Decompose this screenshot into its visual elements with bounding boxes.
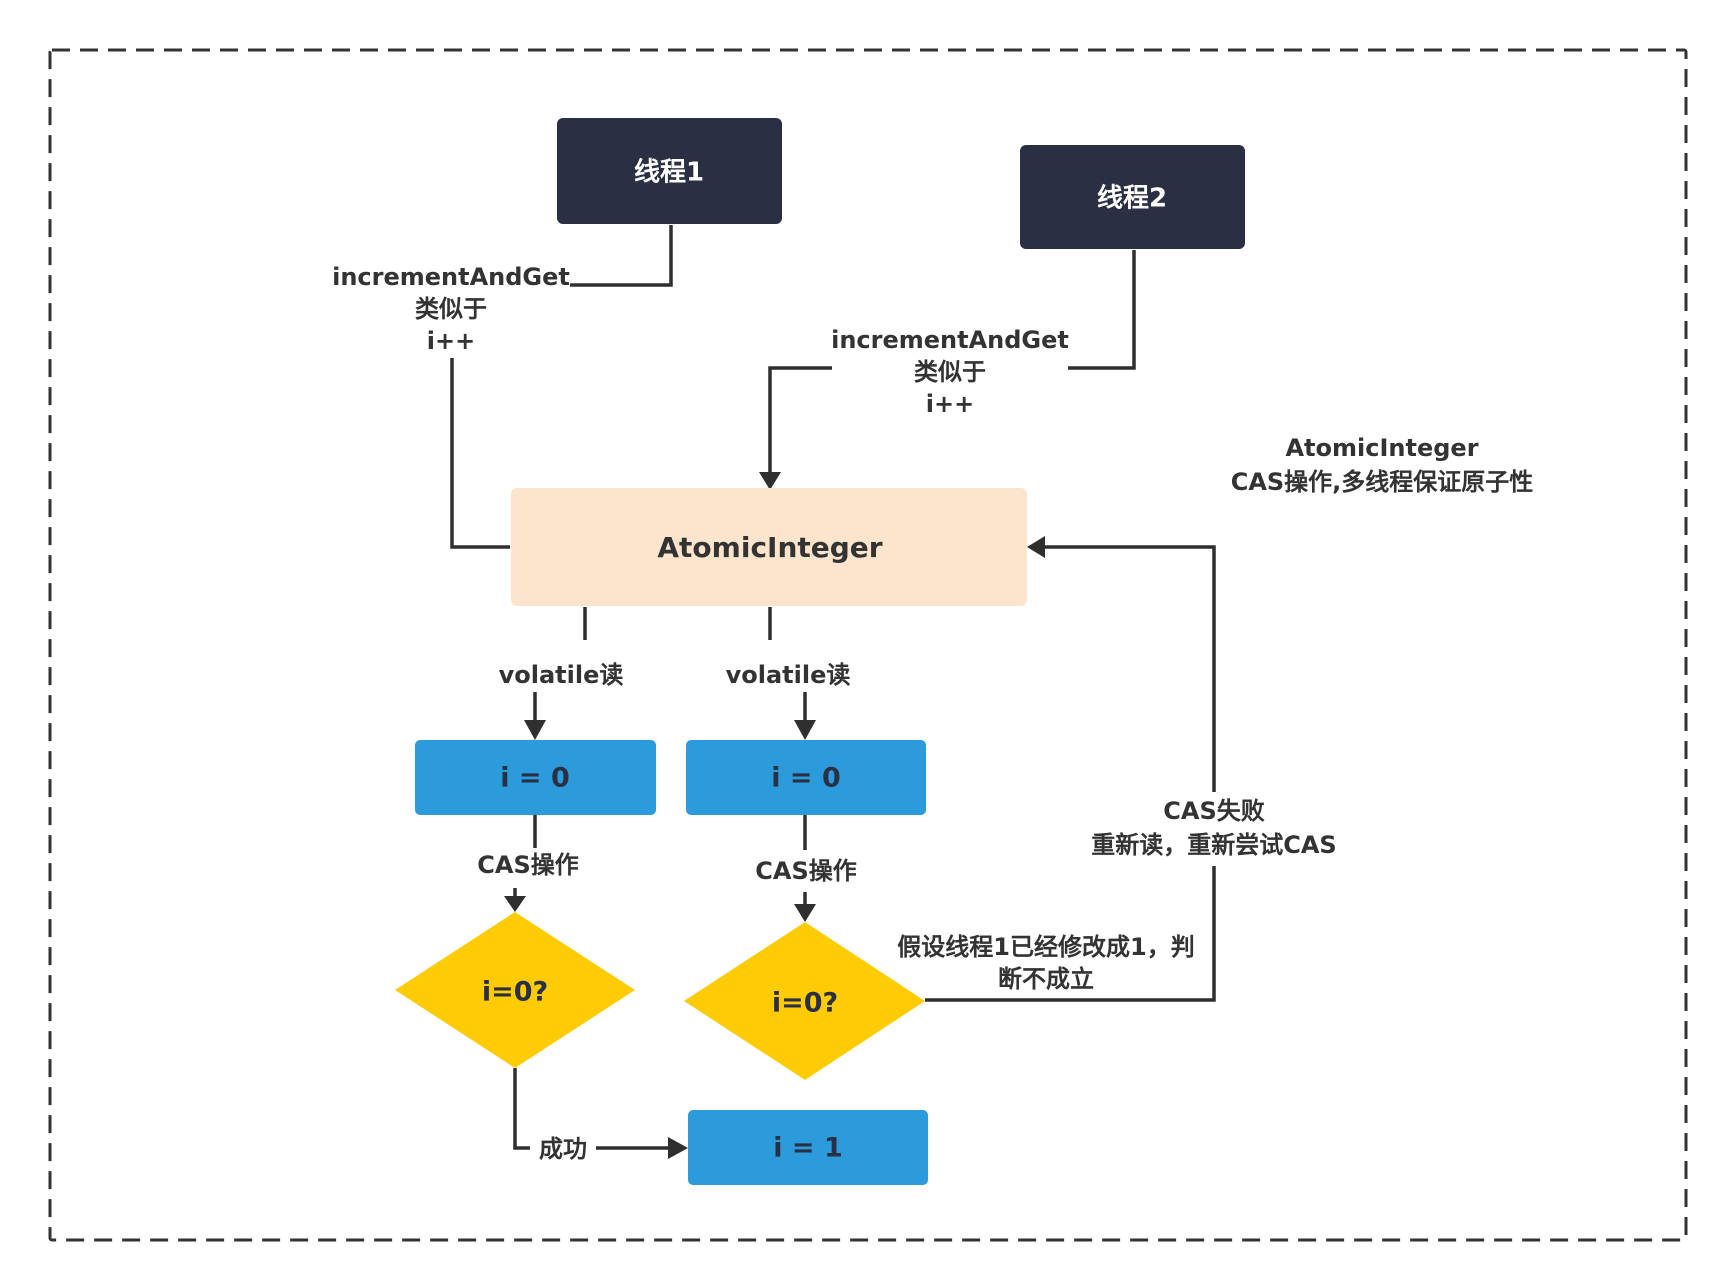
node-thread2-label: 线程2	[1097, 184, 1167, 214]
label-thread1-call-line3: i++	[427, 327, 475, 355]
label-thread2-call: incrementAndGet 类似于 i++	[831, 322, 1069, 422]
node-read-right: i = 0	[686, 740, 926, 815]
node-result: i = 1	[688, 1110, 928, 1185]
node-read-left-label: i = 0	[500, 763, 569, 794]
node-thread1: 线程1	[557, 118, 782, 224]
label-thread1-call: incrementAndGet 类似于 i++	[332, 258, 570, 358]
label-success: 成功	[530, 1130, 596, 1166]
label-retry-line1: CAS失败	[1163, 797, 1264, 825]
label-fail-condition: 假设线程1已经修改成1，判 断不成立	[897, 933, 1194, 993]
label-volatile-right-text: volatile读	[726, 661, 851, 689]
label-volatile-left: volatile读	[488, 656, 628, 692]
label-cas-left-text: CAS操作	[477, 851, 578, 879]
node-read-left: i = 0	[415, 740, 656, 815]
label-thread2-call-line1: incrementAndGet	[831, 326, 1069, 354]
label-thread2-call-line3: i++	[926, 390, 974, 418]
label-thread1-call-line1: incrementAndGet	[332, 263, 570, 291]
annotation-line2: CAS操作,多线程保证原子性	[1231, 468, 1534, 496]
label-volatile-right: volatile读	[716, 656, 856, 692]
label-cas-right-text: CAS操作	[755, 857, 856, 885]
node-thread1-label: 线程1	[634, 158, 704, 188]
label-cas-right: CAS操作	[748, 852, 866, 888]
node-thread2: 线程2	[1020, 145, 1245, 249]
node-atomic-integer: AtomicInteger	[511, 488, 1027, 606]
edge-success	[513, 1068, 668, 1150]
label-cas-left: CAS操作	[470, 848, 588, 884]
label-thread2-call-line2: 类似于	[914, 358, 986, 386]
arrowhead-success	[668, 1137, 688, 1159]
arrowhead-read-right	[794, 720, 816, 740]
label-thread1-call-line2: 类似于	[415, 295, 487, 323]
node-check-left: i=0?	[395, 912, 635, 1068]
label-retry-line2: 重新读，重新尝试CAS	[1091, 831, 1336, 859]
arrowhead-check-right	[794, 904, 816, 922]
node-check-right: i=0?	[684, 922, 925, 1080]
annotation: AtomicInteger CAS操作,多线程保证原子性	[1231, 434, 1534, 496]
node-read-right-label: i = 0	[771, 763, 840, 794]
node-result-label: i = 1	[773, 1133, 842, 1164]
arrowhead-check-left	[504, 896, 526, 912]
label-fail-condition-line1: 假设线程1已经修改成1，判	[897, 933, 1194, 961]
node-check-right-label: i=0?	[772, 988, 838, 1019]
node-check-left-label: i=0?	[482, 977, 548, 1008]
annotation-line1: AtomicInteger	[1285, 434, 1478, 462]
dashed-frame	[48, 48, 1688, 1242]
label-success-text: 成功	[539, 1135, 587, 1163]
label-volatile-left-text: volatile读	[499, 661, 624, 689]
label-fail-condition-line2: 断不成立	[998, 965, 1094, 993]
label-retry: CAS失败 重新读，重新尝试CAS	[1070, 792, 1354, 866]
arrowhead-retry	[1027, 536, 1045, 558]
node-atomic-integer-label: AtomicInteger	[657, 531, 882, 564]
arrowhead-thread2	[759, 472, 781, 490]
edge-retry	[925, 545, 1216, 1002]
arrowhead-read-left	[524, 720, 546, 740]
